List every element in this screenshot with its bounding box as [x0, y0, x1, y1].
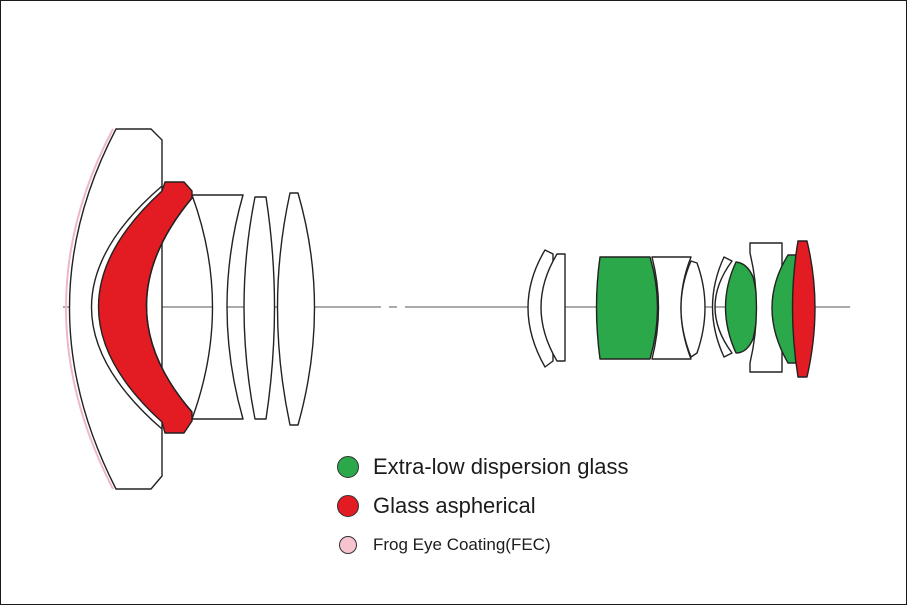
legend-label-aspherical: Glass aspherical	[373, 493, 536, 518]
legend-swatch-fec	[339, 536, 357, 554]
lens-element-11	[749, 242, 783, 373]
legend-label-ed: Extra-low dispersion glass	[373, 454, 629, 479]
lens-element-9	[680, 260, 706, 358]
legend-item-ed: Extra-low dispersion glass	[337, 449, 629, 485]
legend: Extra-low dispersion glass Glass aspheri…	[337, 449, 629, 563]
aspherical-element-front-inner	[145, 197, 193, 413]
lens-element-5	[276, 192, 316, 426]
front-lens-inner-surface	[90, 185, 163, 430]
ed-element-1	[595, 256, 659, 360]
lens-element-3	[191, 194, 244, 420]
legend-item-fec: Frog Eye Coating(FEC)	[337, 527, 629, 563]
legend-swatch-aspherical	[337, 495, 359, 517]
lens-element-7	[540, 253, 566, 362]
lens-element-10	[711, 256, 733, 358]
legend-label-fec: Frog Eye Coating(FEC)	[373, 535, 551, 554]
aspherical-element-rear	[791, 240, 816, 378]
legend-swatch-ed	[337, 456, 359, 478]
ed-element-2	[724, 261, 758, 354]
fec-coating-arc	[65, 128, 114, 490]
legend-item-aspherical: Glass aspherical	[337, 485, 629, 527]
lens-element-4	[243, 196, 276, 420]
